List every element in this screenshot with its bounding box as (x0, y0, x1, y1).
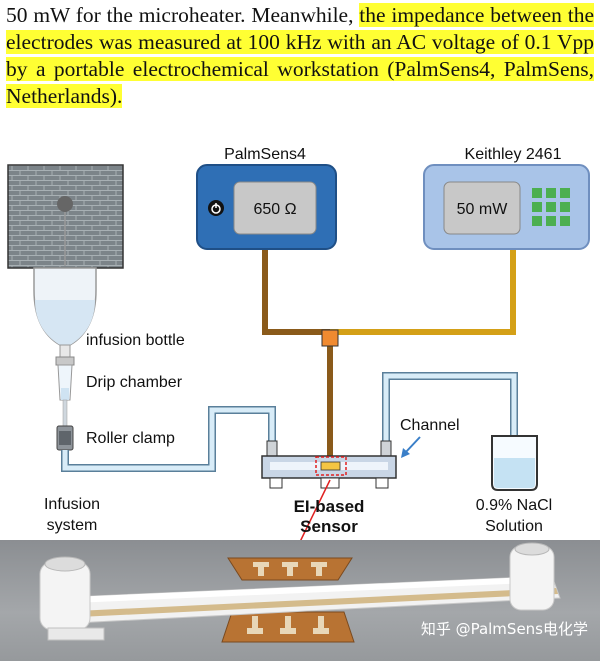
label-nacl-line2: Solution (485, 518, 543, 535)
palmsens-device: PalmSens4 650 Ω (196, 146, 337, 250)
label-infusion-system-line2: system (47, 517, 98, 534)
watermark-text: 知乎 @PalmSens电化学 (420, 620, 588, 638)
label-infusion-system-line1: Infusion (44, 496, 100, 513)
wire-junction (321, 329, 339, 347)
keypad-key (532, 202, 542, 212)
sensor-highlight (315, 456, 347, 476)
sensor-chip (320, 461, 341, 471)
outlet-tube (383, 373, 517, 470)
wire-keithley (330, 246, 516, 335)
label-infusion-bottle: infusion bottle (86, 332, 185, 349)
keypad-key (560, 188, 570, 198)
left-port (39, 561, 91, 631)
wire-palmsens (262, 246, 330, 335)
channel-block (261, 440, 397, 489)
label-sensor-line2: Sensor (300, 517, 358, 536)
label-sensor-line1: EI-based (294, 497, 365, 516)
infusion-bottle (7, 164, 124, 451)
arrow-icon (401, 436, 421, 458)
palmsens-display: 650 Ω (253, 201, 296, 218)
sensor-photo: 知乎 @PalmSens电化学 (0, 540, 600, 661)
keypad-key (560, 202, 570, 212)
paragraph-plain-text: 50 mW for the microheater. Meanwhile, (6, 3, 360, 27)
keypad-key (546, 188, 556, 198)
keithley-title: Keithley 2461 (465, 146, 562, 163)
keypad-key (546, 216, 556, 226)
tubes (61, 372, 518, 472)
label-roller-clamp: Roller clamp (86, 430, 175, 447)
keypad-key (560, 216, 570, 226)
power-icon (208, 200, 224, 216)
keithley-screen (443, 181, 521, 235)
inlet-tube (62, 407, 275, 471)
keypad-icon (532, 188, 570, 226)
nacl-beaker (491, 435, 538, 491)
palmsens-title: PalmSens4 (224, 146, 306, 163)
keithley-device: Keithley 2461 50 mW (423, 146, 590, 250)
keypad-key (532, 216, 542, 226)
keypad-key (532, 188, 542, 198)
keithley-display: 50 mW (457, 201, 509, 218)
right-port (509, 545, 555, 611)
palmsens-screen (233, 181, 317, 235)
label-channel: Channel (400, 417, 460, 434)
label-nacl-line1: 0.9% NaCl (476, 497, 552, 514)
keypad-key (546, 202, 556, 212)
wires (262, 246, 516, 460)
label-drip-chamber: Drip chamber (86, 374, 183, 391)
diagram-labels: infusion bottle Drip chamber Roller clam… (44, 332, 552, 536)
sensor-photo-drawing (39, 542, 561, 643)
hanger (57, 196, 73, 212)
paragraph: 50 mW for the microheater. Meanwhile, th… (6, 2, 594, 110)
